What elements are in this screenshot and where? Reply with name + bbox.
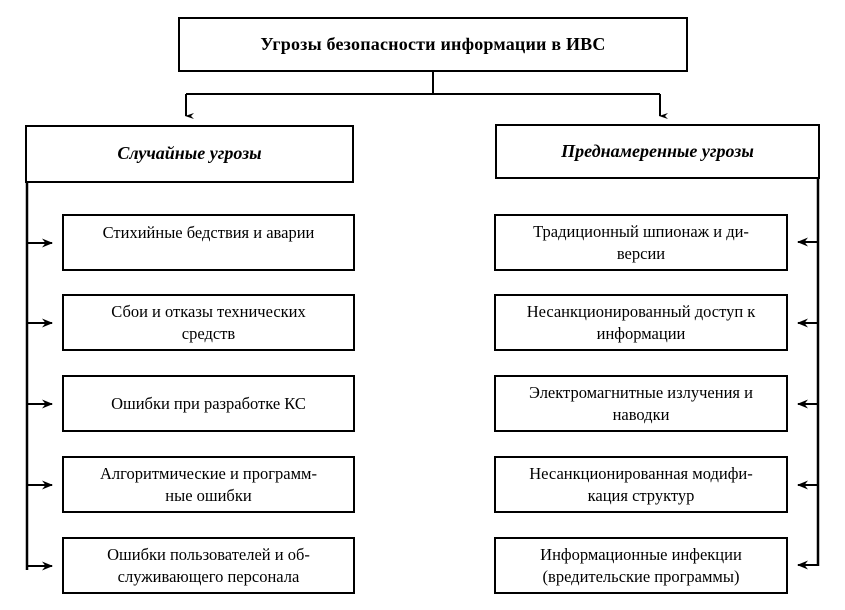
leaf-node-random-1: Сбои и отказы технических средств <box>62 294 355 351</box>
root-node-threats: Угрозы безопасности информации в ИВС <box>178 17 688 72</box>
category-node-random-threats: Случайные угрозы <box>25 125 354 183</box>
connector-root-to-branches <box>185 72 668 119</box>
leaf-label-intentional-4: Информационные инфекции (вредительские п… <box>540 545 742 586</box>
leaf-label-intentional-0: Традиционный шпионаж и ди- версии <box>533 222 749 263</box>
leaf-node-intentional-4: Информационные инфекции (вредительские п… <box>494 537 788 594</box>
leaf-label-random-2: Ошибки при разработке КС <box>111 393 306 413</box>
category-node-intentional-threats: Преднамеренные угрозы <box>495 124 820 179</box>
leaf-node-random-2: Ошибки при разработке КС <box>62 375 355 432</box>
leaf-node-intentional-3: Несанкционированная модифи- кация структ… <box>494 456 788 513</box>
leaf-node-random-0: Стихийные бедствия и аварии <box>62 214 355 271</box>
leaf-label-intentional-3: Несанкционированная модифи- кация структ… <box>529 464 753 505</box>
root-node-label: Угрозы безопасности информации в ИВС <box>260 33 606 54</box>
leaf-label-intentional-2: Электромагнитные излучения и наводки <box>529 383 753 424</box>
connector-right-spine <box>797 179 820 570</box>
leaf-label-random-0: Стихийные бедствия и аварии <box>102 223 315 242</box>
leaf-label-random-1: Сбои и отказы технических средств <box>111 302 306 343</box>
leaf-label-intentional-1: Несанкционированный доступ к информации <box>526 302 756 343</box>
leaf-node-intentional-1: Несанкционированный доступ к информации <box>494 294 788 351</box>
category-label-intentional-threats: Преднамеренные угрозы <box>561 140 754 161</box>
leaf-node-random-4: Ошибки пользователей и об- служивающего … <box>62 537 355 594</box>
leaf-node-intentional-0: Традиционный шпионаж и ди- версии <box>494 214 788 271</box>
category-label-random-threats: Случайные угрозы <box>117 143 262 164</box>
connector-left-spine <box>25 183 53 571</box>
leaf-node-random-3: Алгоритмические и программ- ные ошибки <box>62 456 355 513</box>
leaf-label-random-3: Алгоритмические и программ- ные ошибки <box>100 464 317 505</box>
leaf-label-random-4: Ошибки пользователей и об- служивающего … <box>107 545 310 586</box>
leaf-node-intentional-2: Электромагнитные излучения и наводки <box>494 375 788 432</box>
